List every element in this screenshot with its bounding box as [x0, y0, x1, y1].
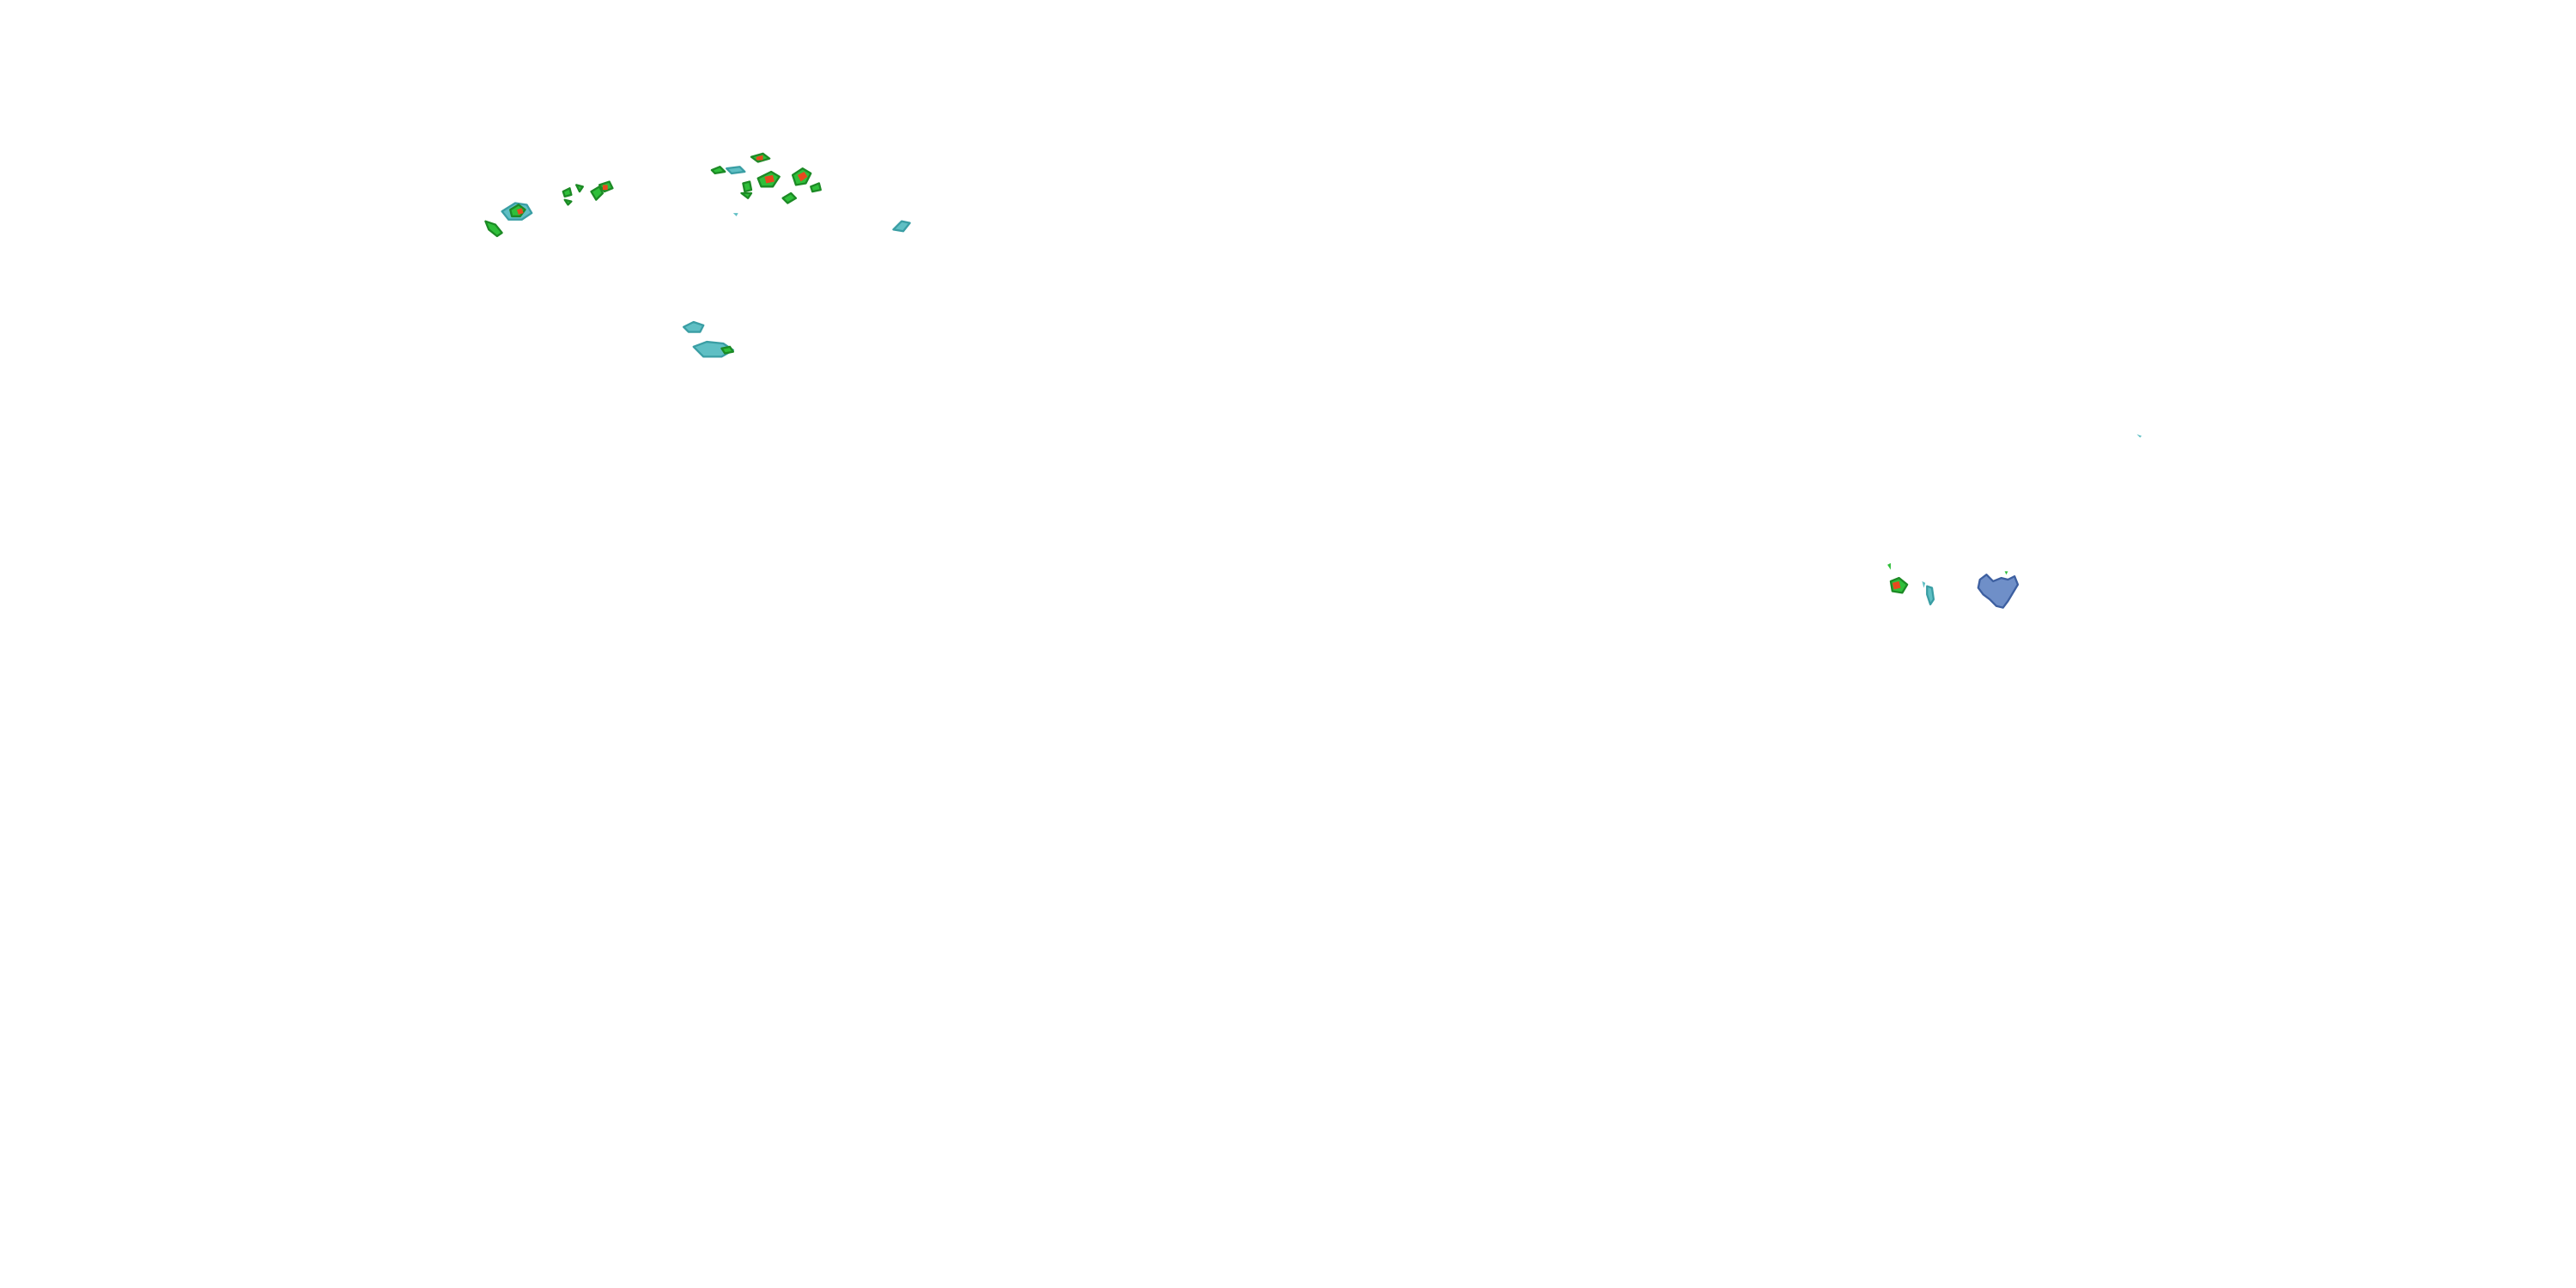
echo-moderate	[590, 185, 605, 201]
cluster-central-light-echoes	[683, 320, 735, 358]
echo-heavy	[602, 185, 608, 191]
echo-light	[1922, 580, 1926, 588]
echo-moderate	[720, 345, 735, 355]
echo-moderate	[781, 191, 798, 204]
echo-light	[683, 320, 705, 333]
echo-stratiform	[1977, 574, 2020, 609]
echo-heavy	[764, 174, 775, 184]
echo-moderate	[2004, 571, 2008, 575]
echo-moderate	[710, 166, 726, 175]
echo-moderate	[1887, 562, 1891, 570]
echo-moderate	[742, 180, 753, 193]
echo-heavy	[1892, 580, 1901, 590]
echo-moderate	[740, 191, 753, 199]
cluster-northwest-storm-line	[484, 152, 911, 238]
echo-light	[1926, 585, 1935, 605]
cluster-east-stratiform-area	[1887, 434, 2142, 609]
echo-heavy	[516, 208, 524, 215]
echo-moderate	[810, 182, 822, 193]
echo-moderate	[484, 220, 503, 238]
echo-light	[2136, 434, 2142, 438]
echo-light	[732, 213, 738, 216]
echo-moderate	[562, 187, 573, 197]
echo-light	[726, 166, 746, 175]
echo-heavy	[756, 155, 763, 161]
echo-moderate	[575, 184, 584, 193]
echo-heavy	[797, 172, 808, 182]
echo-moderate	[563, 198, 573, 206]
echo-light	[892, 220, 911, 233]
